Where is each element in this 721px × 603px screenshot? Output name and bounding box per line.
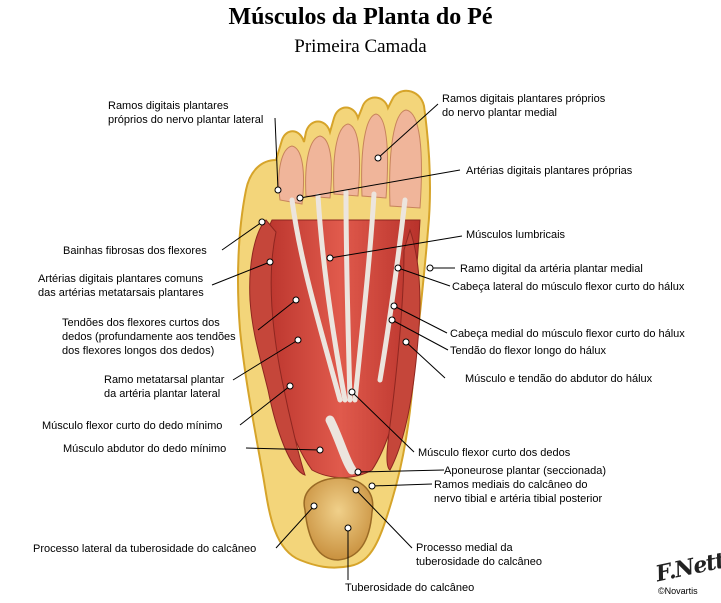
label-cabeca-medial: Cabeça medial do músculo flexor curto do… <box>450 328 685 340</box>
label-abdutor-minimo: Músculo abdutor do dedo mínimo <box>63 443 227 455</box>
label-line: das artérias metatarsais plantares <box>38 287 204 299</box>
label-line: Ramos digitais plantares próprios <box>442 93 606 105</box>
label-cabeca-lateral: Cabeça lateral do músculo flexor curto d… <box>452 281 685 293</box>
label-pins <box>258 154 434 532</box>
label-line: do nervo plantar medial <box>442 107 557 119</box>
label-line: nervo tibial e artéria tibial posterior <box>434 493 603 505</box>
label-line: dos flexores longos dos dedos) <box>62 345 215 357</box>
tendons <box>289 189 408 475</box>
label-processo-lateral: Processo lateral da tuberosidade do calc… <box>33 543 257 555</box>
label-ramos-lateral: Ramos digitais plantares próprios do ner… <box>108 99 263 127</box>
label-lumbricais: Músculos lumbricais <box>466 229 566 241</box>
label-line: tuberosidade do calcâneo <box>416 556 542 568</box>
label-line: dedos (profundamente aos tendões <box>62 331 236 343</box>
calcaneus <box>303 477 374 561</box>
label-line: próprios do nervo plantar lateral <box>108 114 264 126</box>
label-ramos-calcaneo: Ramos mediais do calcâneo do nervo tibia… <box>434 478 602 506</box>
label-ramo-metatarsal: Ramo metatarsal plantar da artéria plant… <box>104 373 224 401</box>
label-flexor-minimo: Músculo flexor curto do dedo mínimo <box>42 420 223 432</box>
label-line: Processo medial da <box>416 542 513 554</box>
label-abdutor-halux: Músculo e tendão do abdutor do hálux <box>465 373 653 385</box>
label-arterias-comuns: Artérias digitais plantares comuns das a… <box>38 272 204 300</box>
copyright-brand: ©Novartis <box>658 586 698 596</box>
label-line: da artéria plantar lateral <box>104 388 221 400</box>
label-aponeurose: Aponeurose plantar (seccionada) <box>444 465 607 477</box>
leader-lines <box>211 103 463 580</box>
label-tuberosidade: Tuberosidade do calcâneo <box>345 582 475 594</box>
label-line: Tendões dos flexores curtos dos <box>62 317 220 329</box>
label-ramo-digital: Ramo digital da artéria plantar medial <box>460 263 643 275</box>
label-arterias-proprias: Artérias digitais plantares próprias <box>466 165 633 177</box>
label-flexor-dedos: Músculo flexor curto dos dedos <box>418 447 571 459</box>
label-line: Ramos mediais do calcâneo do <box>434 479 588 491</box>
label-processo-medial: Processo medial da tuberosidade do calcâ… <box>416 541 542 569</box>
figure-title: Músculos da Planta do Pé <box>228 4 493 30</box>
plantar-muscles <box>249 219 421 478</box>
toes <box>278 109 422 209</box>
label-line: Ramos digitais plantares <box>108 100 229 112</box>
figure-subtitle: Primeira Camada <box>294 36 427 57</box>
label-line: Ramo metatarsal plantar <box>104 374 225 386</box>
label-bainhas: Bainhas fibrosas dos flexores <box>63 245 207 257</box>
label-tendoes-flexores: Tendões dos flexores curtos dos dedos (p… <box>62 316 236 358</box>
label-line: Artérias digitais plantares comuns <box>38 273 204 285</box>
label-tendao-flexor-longo: Tendão do flexor longo do hálux <box>450 345 606 357</box>
label-ramos-medial: Ramos digitais plantares próprios do ner… <box>442 92 605 120</box>
